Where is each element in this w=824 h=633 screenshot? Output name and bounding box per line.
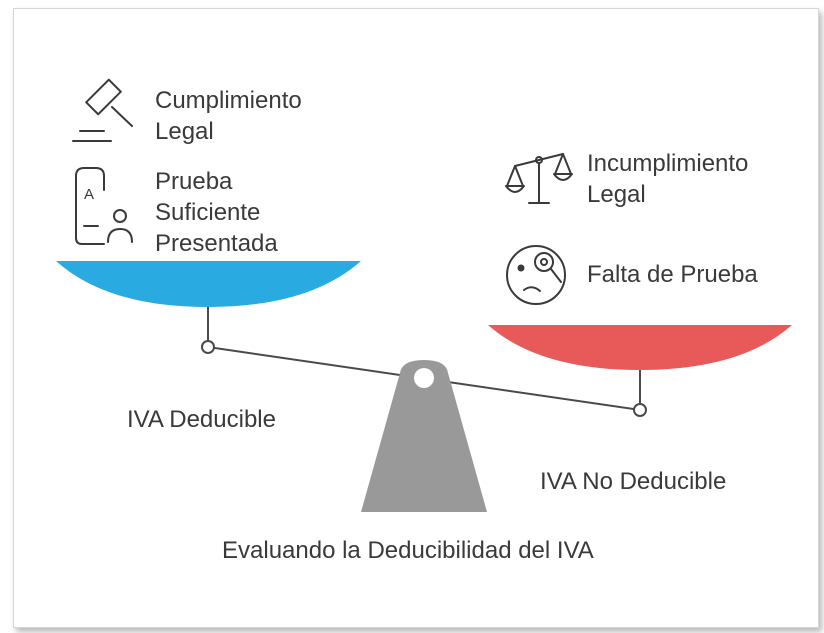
item-label-incumplimiento-legal: Incumplimiento Legal (587, 150, 749, 208)
gavel-icon (72, 78, 133, 142)
item-label-falta-de-prueba: Falta de Prueba (587, 261, 758, 288)
left-pan-joint (201, 340, 215, 354)
fulcrum-pivot (414, 368, 434, 388)
right-pan-joint (633, 403, 647, 417)
item-label-prueba-suficiente: Prueba Suficiente Presentada (155, 168, 278, 257)
pan-label-iva-deducible: IVA Deducible (127, 406, 276, 433)
scale-fulcrum (361, 360, 487, 512)
left-pan (56, 261, 361, 307)
diagram-card (13, 8, 819, 628)
diagram-caption: Evaluando la Deducibilidad del IVA (222, 537, 594, 564)
balance-scale-icon (505, 153, 573, 204)
right-pan (488, 325, 792, 370)
svg-text:A: A (84, 186, 94, 203)
confused-face-icon (506, 245, 566, 305)
document-person-icon: A (75, 167, 133, 245)
pan-label-iva-no-deducible: IVA No Deducible (540, 468, 727, 495)
item-label-cumplimiento-legal: Cumplimiento Legal (155, 87, 302, 145)
